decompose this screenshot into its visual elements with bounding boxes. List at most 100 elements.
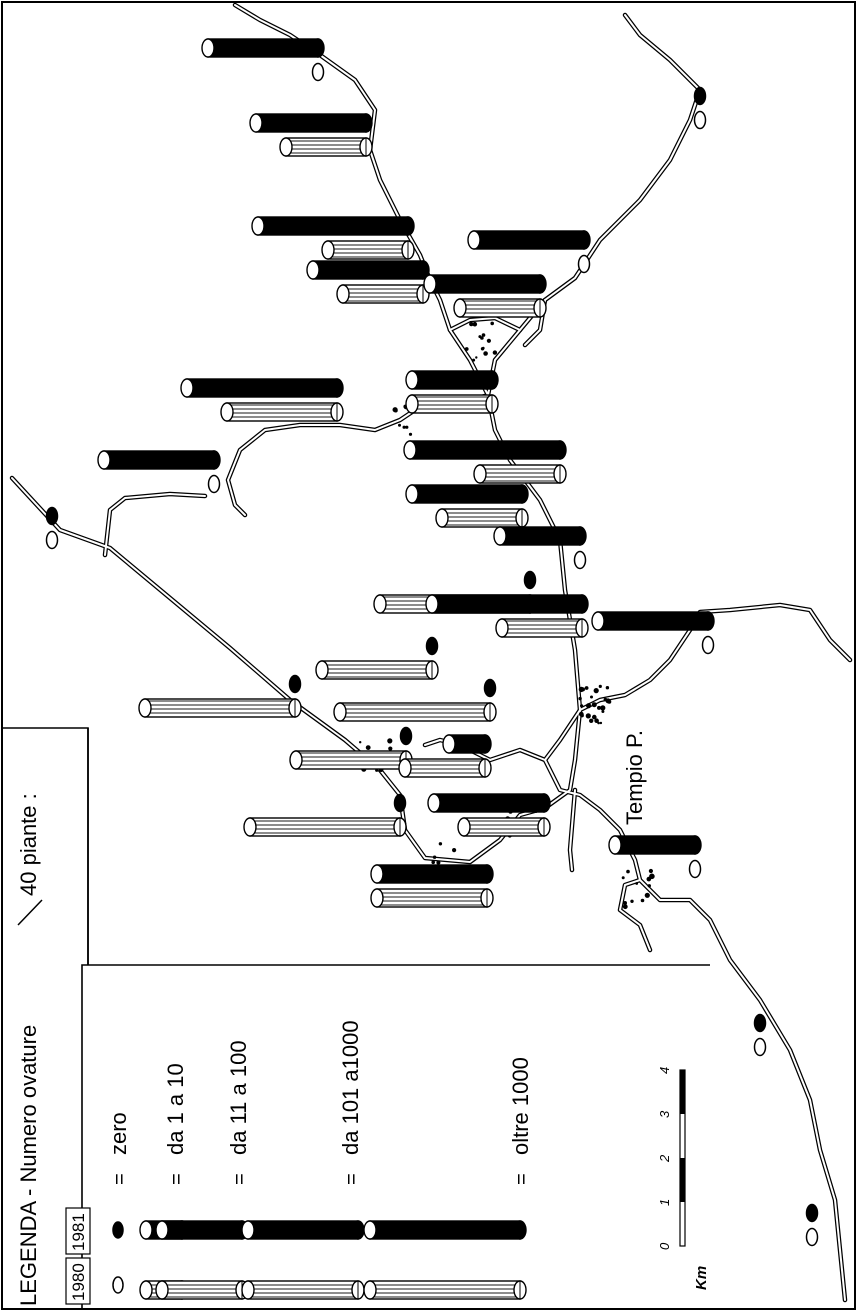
- cylinder-body: [255, 113, 367, 133]
- zero-marker: [753, 1037, 767, 1057]
- cylinder-end-left: [608, 835, 622, 855]
- cylinder-end-left: [155, 1280, 169, 1300]
- year-1981-box: [65, 1207, 91, 1255]
- settlement-dot: [464, 347, 469, 351]
- settlement-dot: [472, 321, 478, 327]
- cylinder-end-right: [513, 1220, 527, 1240]
- settlement-dot: [591, 702, 597, 708]
- site-21-1981: [427, 793, 551, 813]
- cylinder-body: [411, 394, 493, 414]
- cylinder-body: [312, 260, 424, 280]
- settlement-dot: [580, 704, 584, 708]
- road-inner-10: [619, 879, 651, 951]
- site-18-1980: [289, 750, 413, 770]
- legend-cyl-1981-2: [155, 1220, 249, 1240]
- site-23-1980: [370, 888, 494, 908]
- settlement-dot: [398, 423, 401, 427]
- cylinder-body: [463, 817, 545, 837]
- cylinder-end-right: [533, 274, 547, 294]
- site-3-1980: [336, 284, 430, 304]
- legend-cyl-1981-3: [241, 1220, 365, 1240]
- settlement-dot: [635, 882, 639, 885]
- cylinder-end-left: [139, 1280, 153, 1300]
- cylinder-body: [499, 526, 581, 546]
- cylinder-end-right: [330, 378, 344, 398]
- cylinder-end-left: [495, 618, 509, 638]
- cylinder-end-left: [373, 594, 387, 614]
- site-20-1980: [243, 817, 407, 837]
- scale-bar: Km 0 1 2 3 4: [657, 1067, 710, 1290]
- legend-class-label: oltre 1000: [508, 1057, 533, 1155]
- settlement-dot: [647, 884, 651, 888]
- legend-class-prefix: =: [109, 1173, 131, 1185]
- cylinder-end-left: [138, 698, 152, 718]
- settlement-dot: [387, 738, 393, 744]
- settlement-dot: [623, 901, 627, 905]
- site-10-1980: [435, 508, 529, 528]
- site-5-1980: [577, 254, 591, 274]
- cylinder-end-left: [97, 450, 111, 470]
- zero-marker: [45, 530, 59, 550]
- cylinder-body: [144, 698, 296, 718]
- settlement-dot: [601, 710, 605, 713]
- settlement-dot: [365, 745, 371, 750]
- zero-marker: [425, 636, 439, 656]
- site-27-1981: [805, 1203, 819, 1223]
- legend-class-label: da 101 a1000: [338, 1020, 363, 1155]
- cylinder-body: [103, 450, 215, 470]
- legend-class-label: da 1 a 10: [163, 1063, 188, 1155]
- settlement-dot: [438, 842, 443, 846]
- cylinder-end-left: [321, 240, 335, 260]
- site-14-1981: [591, 611, 715, 631]
- cylinder-end-right: [701, 611, 715, 631]
- cylinder-body: [411, 484, 523, 504]
- cylinder-end-right: [573, 526, 587, 546]
- site-7-1980: [207, 474, 221, 494]
- cylinder-end-left: [591, 611, 605, 631]
- cylinder-end-right: [359, 113, 373, 133]
- site-17-1981: [483, 678, 497, 698]
- settlement-dot: [486, 338, 491, 343]
- zero-marker: [399, 726, 413, 746]
- year-1980-box: [65, 1257, 91, 1305]
- legend-class-prefix: =: [229, 1173, 251, 1185]
- settlement-dot: [578, 696, 582, 701]
- settlement-dot: [431, 860, 436, 865]
- cylinder-end-left: [251, 216, 265, 236]
- legend-rows: =zero=da 1 a 10=da 11 a 100=da 101 a1000…: [106, 1020, 533, 1300]
- site-13-1980: [495, 618, 589, 638]
- zero-marker: [207, 474, 221, 494]
- cylinder-end-left: [155, 1220, 169, 1240]
- legend-slash: [17, 899, 43, 926]
- cylinder-end-left: [405, 484, 419, 504]
- cylinder-end-right: [575, 594, 589, 614]
- cylinder-body: [409, 440, 561, 460]
- cylinder-end-left: [201, 38, 215, 58]
- cylinder-end-left: [427, 793, 441, 813]
- settlement-dot: [584, 686, 589, 690]
- cylinder-end-right: [416, 260, 430, 280]
- cylinder-body: [226, 402, 338, 422]
- settlement-dot: [648, 868, 654, 874]
- cylinder-body: [473, 230, 585, 250]
- cylinder-end-left: [370, 888, 384, 908]
- site-17-1980: [333, 702, 497, 722]
- site-25-1980: [45, 530, 59, 550]
- cylinder-body: [369, 1280, 521, 1300]
- cylinder-end-left: [249, 113, 263, 133]
- site-22-1980: [688, 859, 702, 879]
- settlement-dot: [478, 335, 482, 339]
- settlement-dot: [578, 686, 585, 693]
- settlement-dot: [483, 351, 488, 356]
- site-24-1980: [693, 110, 707, 130]
- site-26-1981: [753, 1013, 767, 1033]
- zero-marker: [45, 506, 59, 526]
- zero-marker: [688, 859, 702, 879]
- legend-class-label: da 11 a 100: [226, 1040, 251, 1155]
- cylinder-end-left: [403, 440, 417, 460]
- site-2-1981: [251, 216, 415, 236]
- cylinder-body: [247, 1280, 359, 1300]
- cylinder-end-left: [405, 394, 419, 414]
- cylinder-end-right: [485, 370, 499, 390]
- cylinder-body: [342, 284, 424, 304]
